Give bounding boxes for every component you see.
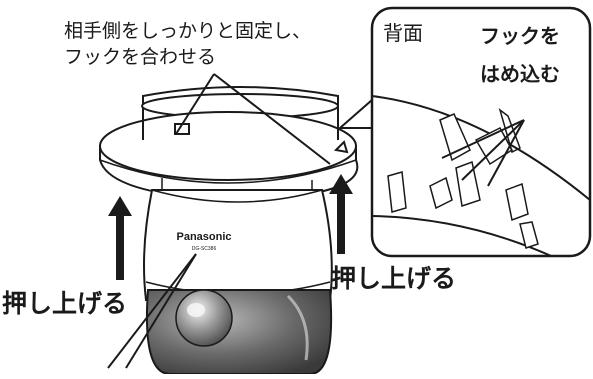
camera-dome [145, 289, 333, 375]
hook-instruction-line2: はめ込む [480, 62, 560, 86]
back-view-title: 背面 [383, 21, 423, 45]
push-up-label-right: 押し上げる [331, 264, 457, 293]
hook-instruction-label: フックを はめ込む [480, 17, 560, 93]
model-text: DG-SC386 [192, 246, 217, 252]
push-up-arrow-left [108, 196, 132, 280]
hook-instruction-line1: フックを [480, 24, 560, 48]
hook-leader-lines [441, 119, 525, 187]
push-up-label-left: 押し上げる [2, 289, 128, 318]
leader-lines [107, 73, 331, 369]
back-view-inset [337, 6, 592, 258]
push-up-arrow-right [329, 174, 353, 254]
ceiling-mount-bracket [99, 86, 359, 202]
brand-text: Panasonic [176, 231, 231, 243]
camera-lens [175, 289, 233, 347]
attach-instruction-label: 相手側をしっかりと固定し、 フックを合わせる [64, 18, 311, 70]
attach-instruction-line2: フックを合わせる [64, 46, 217, 68]
attach-instruction-line1: 相手側をしっかりと固定し、 [64, 20, 312, 42]
